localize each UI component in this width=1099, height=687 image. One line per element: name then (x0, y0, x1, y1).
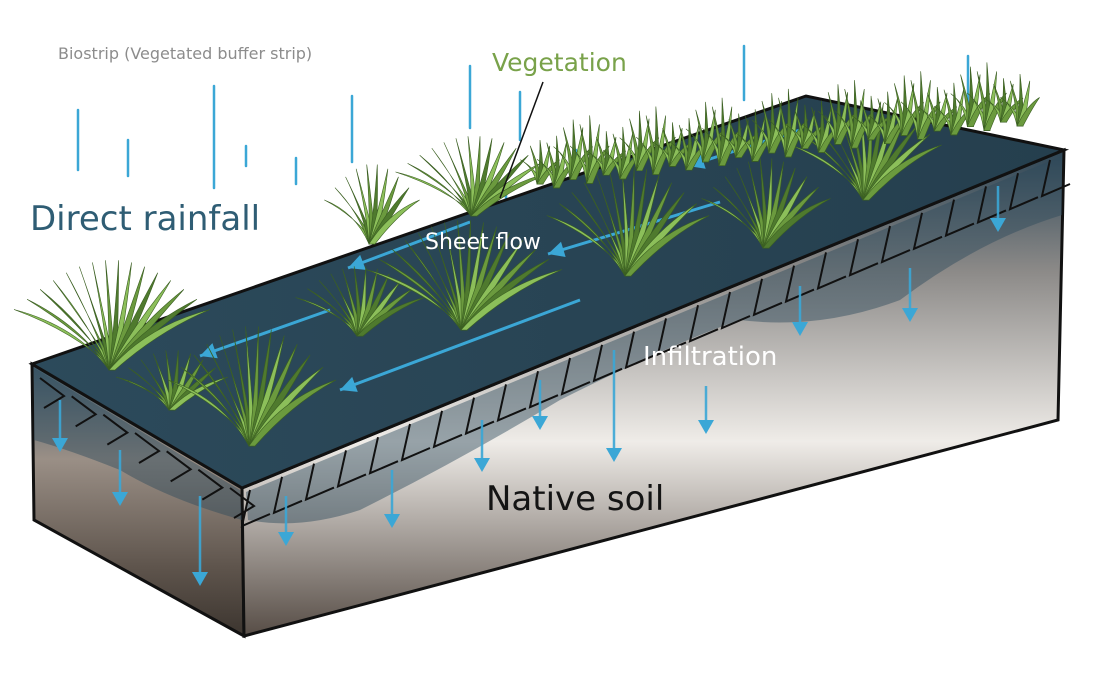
root-hatch (976, 186, 1007, 225)
grass-clump (602, 126, 643, 180)
grass-clump (295, 266, 425, 337)
diagram-title: Biostrip (Vegetated buffer strip) (58, 44, 313, 63)
root-hatch (688, 304, 719, 343)
grass-clump (546, 166, 710, 277)
root-hatch (752, 278, 783, 317)
infiltration-arrows (52, 186, 1006, 586)
infiltration-arrow (192, 572, 208, 586)
root-hatch (272, 476, 303, 515)
root-hatch (197, 468, 225, 501)
vegetation-leader-line (499, 81, 544, 199)
root-hatch (71, 395, 98, 428)
grass-clump (701, 158, 831, 249)
root-hatch (528, 370, 559, 409)
infiltration-arrow (606, 448, 622, 462)
grass-blade (460, 269, 563, 331)
root-hatch (784, 265, 815, 304)
infiltration-arrow (990, 218, 1006, 232)
root-hatch (816, 252, 847, 291)
root-hatch (166, 450, 193, 483)
wet-zone (246, 156, 1062, 524)
root-hatch (1008, 172, 1039, 211)
grass-clump (324, 164, 420, 245)
root-hatch (912, 212, 943, 251)
infiltration-arrow (112, 492, 128, 506)
grass-clump (395, 136, 553, 217)
flow-arrow (348, 254, 366, 270)
infiltration-label: Infiltration (643, 342, 778, 372)
grass-blade (108, 309, 211, 371)
native-soil-label: Native soil (486, 479, 665, 519)
vegetation-label: Vegetation (492, 48, 627, 77)
grass-clump (13, 260, 211, 371)
infiltration-arrow (902, 308, 918, 322)
root-hatch (400, 423, 431, 462)
sheet-flow-label: Sheet flow (425, 230, 541, 255)
flow-arrow-shaft (199, 308, 331, 358)
flow-arrow-shaft (339, 298, 581, 392)
root-hatch (592, 344, 623, 383)
infiltration-arrow (278, 532, 294, 546)
grass-blade (168, 376, 229, 411)
flow-arrow (340, 376, 358, 392)
root-hatch (432, 410, 463, 449)
root-hatch (102, 413, 130, 446)
root-hatch (880, 225, 911, 264)
grass-blade (368, 199, 420, 245)
grass-blade (248, 379, 337, 447)
root-hatch (496, 384, 527, 423)
infiltration-arrow (384, 514, 400, 528)
flow-arrow-shaft (547, 200, 721, 256)
grass-clump (1000, 73, 1040, 127)
grass-blade (862, 144, 942, 201)
grass-blade (762, 198, 831, 249)
water-surface (28, 94, 1070, 490)
root-hatch (39, 377, 66, 409)
root-hatch (944, 199, 975, 238)
root-hatch (1040, 159, 1071, 198)
root-hatch (134, 432, 161, 464)
root-hatch (368, 436, 399, 475)
vegetation-group (13, 62, 1040, 447)
grass-clump (115, 350, 229, 411)
root-hatch (848, 238, 879, 277)
grass-clump (785, 104, 825, 149)
flow-arrow (200, 343, 218, 359)
grass-clump (167, 326, 337, 447)
infiltration-arrow (474, 458, 490, 472)
root-hatch (560, 357, 591, 396)
root-hatch (656, 318, 687, 357)
flow-arrow (548, 241, 566, 258)
root-hatch (720, 291, 751, 330)
grass-clump (365, 220, 563, 331)
root-hatching (39, 159, 1071, 528)
infiltration-arrow (698, 420, 714, 434)
root-hatch (336, 450, 367, 489)
infiltration-arrow (52, 438, 68, 452)
grass-blade (624, 215, 710, 277)
root-hatch (624, 331, 655, 370)
direct-rainfall-label: Direct rainfall (30, 199, 261, 239)
root-hatch (304, 463, 335, 502)
infiltration-arrow (532, 416, 548, 430)
root-hatch (229, 487, 256, 519)
grass-blade (1016, 97, 1040, 127)
root-hatch (464, 397, 495, 436)
infiltration-arrow (792, 322, 808, 336)
